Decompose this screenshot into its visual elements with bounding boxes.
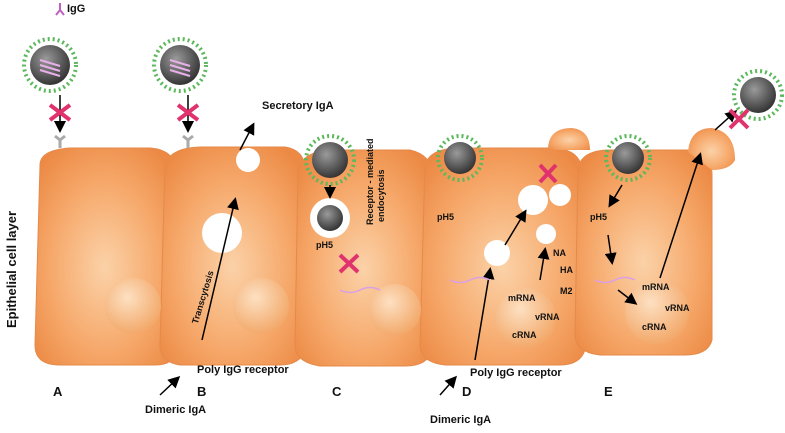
block-x-e xyxy=(728,108,750,130)
block-x-c xyxy=(338,253,360,274)
vesicle-d-1 xyxy=(484,240,510,266)
panel-label-b: B xyxy=(197,384,207,399)
receptor-b xyxy=(182,134,194,148)
block-x-a xyxy=(48,103,72,122)
arrow-e-up xyxy=(659,152,703,279)
nucleus-b xyxy=(233,278,289,334)
virus-released xyxy=(732,69,784,121)
bud-d xyxy=(548,128,590,150)
arrow-d-dimeric xyxy=(439,375,457,396)
arrow-e-release xyxy=(714,109,738,131)
label-ha: HA xyxy=(560,265,573,275)
label-crna-e: cRNA xyxy=(642,322,667,332)
panel-label-d: D xyxy=(462,384,472,399)
label-m2: M2 xyxy=(560,286,573,296)
receptor-a xyxy=(54,134,66,148)
label-vrna-e: vRNA xyxy=(665,303,690,313)
nucleus-a xyxy=(105,278,161,334)
block-x-b xyxy=(176,103,200,122)
label-poly-igg-receptor-b: Poly IgG receptor xyxy=(197,364,289,376)
arrow-d-up xyxy=(474,267,495,361)
block-x-d xyxy=(538,163,558,184)
arrow-d-nucleus-out xyxy=(537,247,550,281)
label-vrna-d: vRNA xyxy=(535,312,560,322)
arrow-e-nucleus xyxy=(617,289,638,305)
vesicle-d-4 xyxy=(549,184,571,206)
label-dimeric-iga-b: Dimeric IgA xyxy=(145,404,207,416)
virus-d xyxy=(436,134,484,182)
vesicle-d-3 xyxy=(536,224,556,244)
panel-label-c: C xyxy=(332,384,342,399)
label-ph5-d: pH5 xyxy=(437,212,455,222)
vesicle-b-mid xyxy=(202,213,242,253)
vesicle-b-top xyxy=(236,148,260,172)
arrow-e-down2 xyxy=(604,234,617,265)
cell-a xyxy=(34,147,176,366)
arrow-e-down xyxy=(608,184,623,208)
cell-c xyxy=(294,149,433,367)
label-na: NA xyxy=(553,248,566,258)
label-receptor-mediated-1: Receptor - mediated xyxy=(365,138,375,225)
arrow-d-up2 xyxy=(504,209,527,246)
arrow-b-transcytosis xyxy=(201,197,239,341)
cell-b xyxy=(159,146,306,366)
nucleus-c xyxy=(369,284,421,336)
label-ph5-e: pH5 xyxy=(590,212,608,222)
label-secretory-iga: Secretory IgA xyxy=(262,100,334,112)
virus-e xyxy=(604,134,652,182)
label-epithelial-layer: Epithelial cell layer xyxy=(4,210,19,328)
label-mrna-d: mRNA xyxy=(508,293,536,303)
label-mrna-e: mRNA xyxy=(642,282,670,292)
panel-label-e: E xyxy=(604,384,613,399)
label-receptor-mediated-2: endocytosis xyxy=(376,169,386,222)
label-poly-igg-receptor-d: Poly IgG receptor xyxy=(470,367,562,379)
nucleus-d xyxy=(496,288,556,348)
vesicle-d-2 xyxy=(518,185,548,215)
label-dimeric-iga-d: Dimeric IgA xyxy=(430,414,492,426)
arrow-b-dimeric xyxy=(159,375,181,396)
label-ph5-c: pH5 xyxy=(316,240,334,250)
nucleus-e xyxy=(625,280,689,344)
virus-c xyxy=(304,134,356,186)
label-crna-d: cRNA xyxy=(512,330,537,340)
virus-a xyxy=(22,37,78,93)
label-igg: IgG xyxy=(67,3,86,15)
antibody-igg-legend xyxy=(55,3,65,16)
virus-b xyxy=(152,37,208,93)
virus-c-endosome xyxy=(310,198,350,238)
rna-ribbons xyxy=(339,276,636,294)
panel-label-a: A xyxy=(53,384,63,399)
arrow-b-up xyxy=(239,122,255,151)
